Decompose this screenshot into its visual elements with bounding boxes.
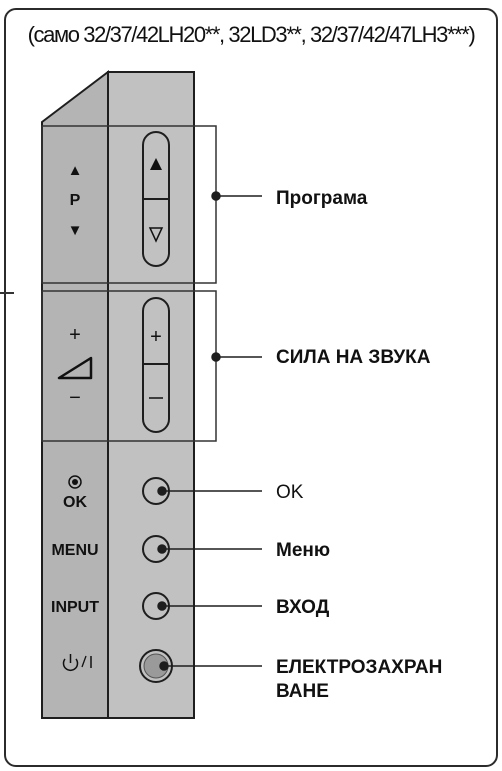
- volume-group-box: [41, 290, 217, 442]
- volume-rocker-button[interactable]: +: [142, 297, 170, 433]
- volume-wedge-icon: [57, 356, 93, 380]
- volume-minus-label: −: [69, 387, 81, 409]
- volume-callout: СИЛА НА ЗВУКА: [276, 347, 431, 368]
- program-rocker-button[interactable]: [142, 131, 170, 267]
- program-down-arrow-icon: ▼: [68, 222, 83, 239]
- model-note: (само 32/37/42LH20**, 32LD3**, 32/37/42/…: [27, 22, 476, 47]
- power-callout-line2: ВАНЕ: [276, 681, 329, 702]
- ok-icon: [68, 475, 82, 489]
- diagram-frame: [4, 8, 498, 767]
- menu-label: MENU: [51, 542, 98, 559]
- input-callout: ВХОД: [276, 597, 330, 618]
- power-icon: [62, 654, 92, 672]
- ok-callout: OK: [276, 482, 304, 503]
- leader-lines: [157, 191, 262, 671]
- rocker-down-triangle-icon: [148, 227, 164, 243]
- program-callout: Програма: [276, 188, 368, 209]
- input-label: INPUT: [51, 599, 99, 616]
- panel-right-face: [107, 71, 195, 719]
- volume-plus-label: +: [69, 324, 81, 346]
- rocker-up-triangle-icon: [150, 158, 162, 170]
- menu-callout: Меню: [276, 540, 330, 561]
- rocker-plus-label: +: [150, 326, 162, 348]
- edge-mark: [0, 292, 14, 294]
- program-p-label: P: [70, 192, 81, 209]
- side-panel: [41, 69, 195, 719]
- power-callout-line1: ЕЛЕКТРОЗАХРАН: [276, 657, 442, 678]
- ok-label: OK: [63, 494, 87, 511]
- program-up-arrow-icon: ▲: [68, 162, 83, 179]
- program-group-box: [41, 125, 217, 284]
